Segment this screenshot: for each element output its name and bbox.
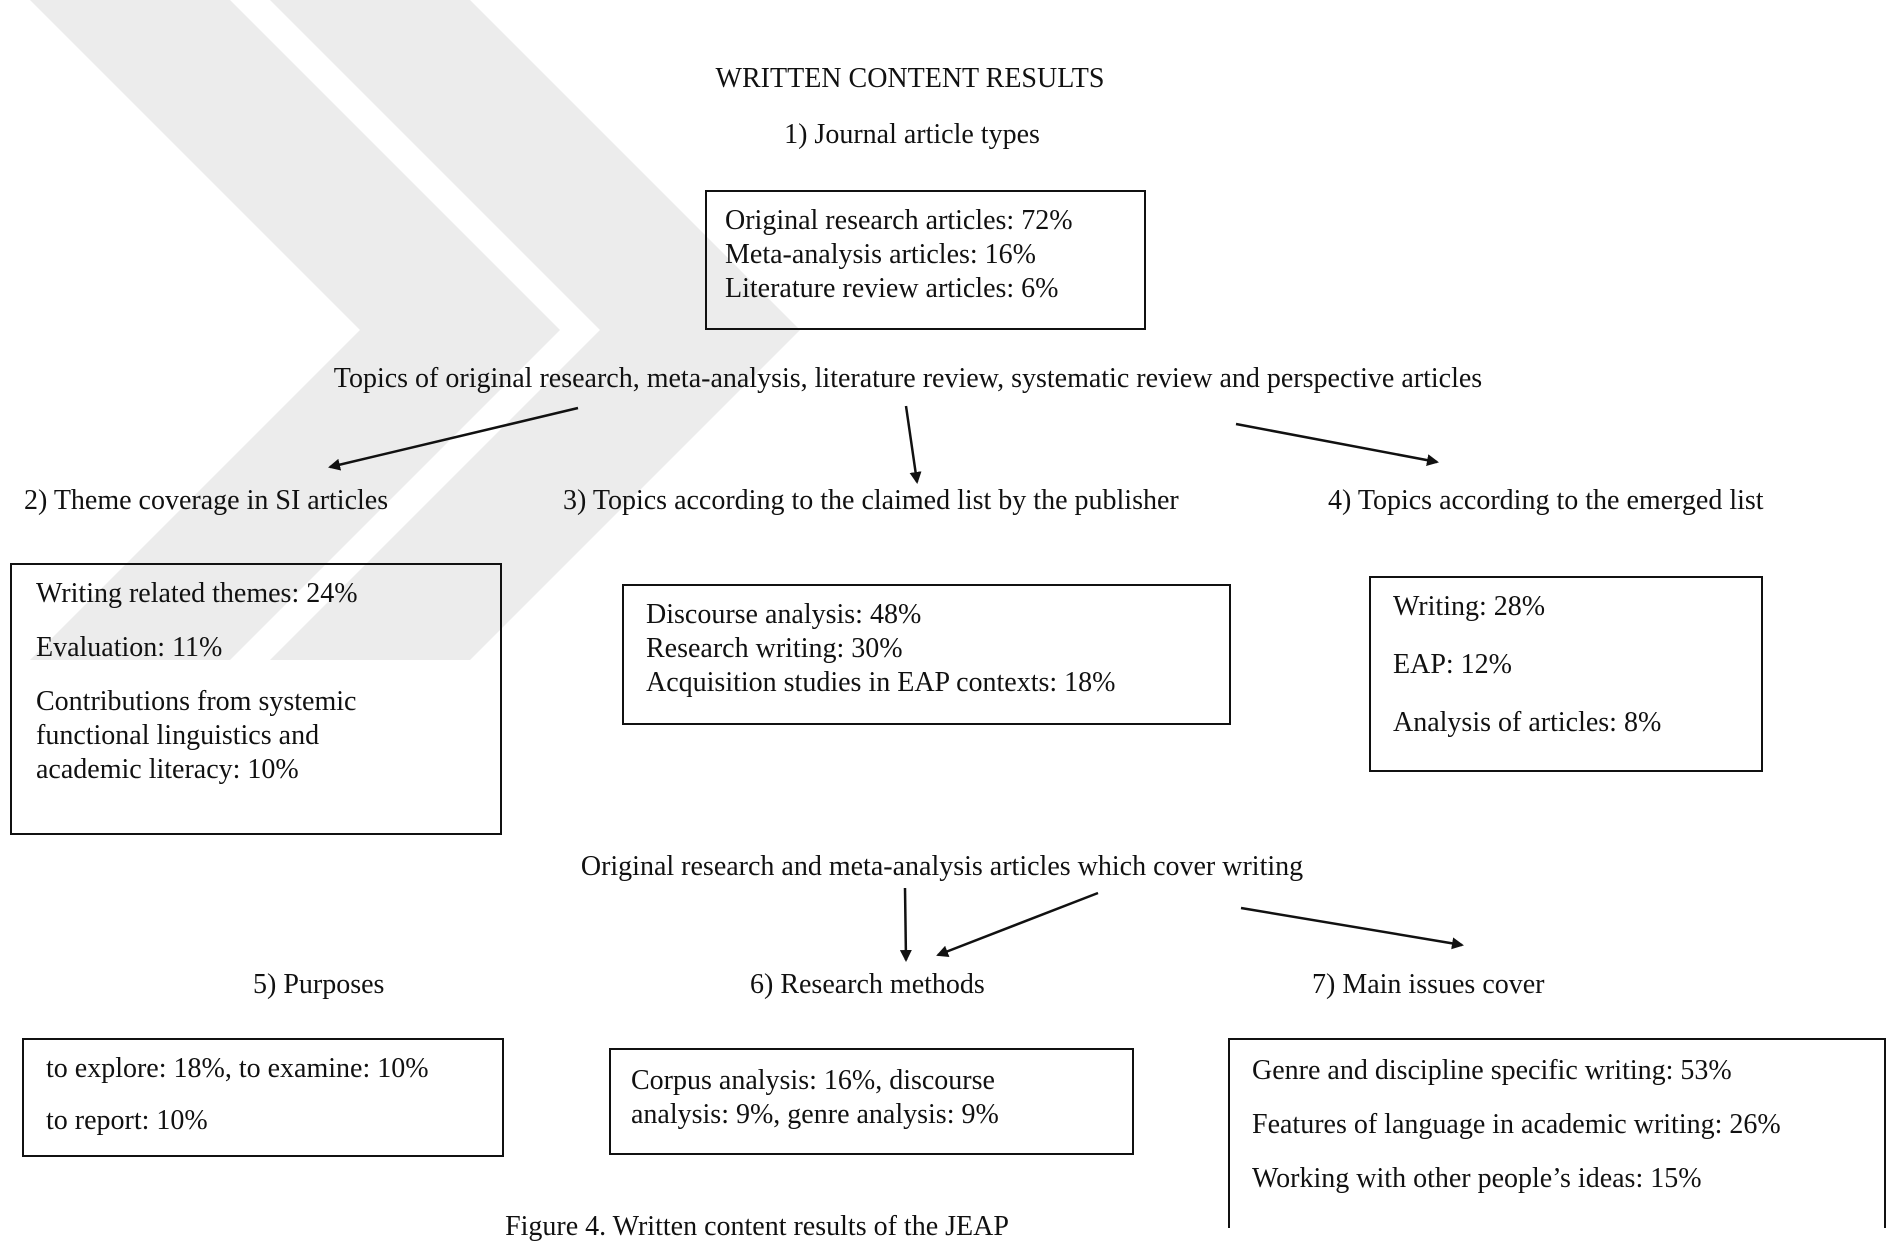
section4-heading: 4) Topics according to the emerged list <box>1328 485 1764 516</box>
claimed-topic-item: Research writing: 30% <box>646 633 903 664</box>
arrow-to-research-methods-2 <box>936 891 1099 957</box>
research-methods-box: Corpus analysis: 16%, discourse analysis… <box>609 1048 1134 1155</box>
claimed-topic-item: Acquisition studies in EAP contexts: 18% <box>646 667 1116 698</box>
arrow-to-main-issues <box>1240 906 1464 950</box>
article-type-item: Original research articles: 72% <box>725 205 1073 236</box>
diagram-title: WRITTEN CONTENT RESULTS <box>715 63 1105 94</box>
theme-item: Writing related themes: 24% <box>36 578 358 609</box>
emerged-topic-item: EAP: 12% <box>1393 649 1512 680</box>
section2-heading: 2) Theme coverage in SI articles <box>24 485 389 516</box>
theme-coverage-box: Writing related themes: 24% Evaluation: … <box>10 563 502 835</box>
issue-item: Working with other people’s ideas: 15% <box>1252 1163 1702 1194</box>
section3-heading: 3) Topics according to the claimed list … <box>563 485 1179 516</box>
article-type-item: Literature review articles: 6% <box>725 273 1059 304</box>
emerged-topic-item: Writing: 28% <box>1393 591 1546 622</box>
claimed-topics-box: Discourse analysis: 48% Research writing… <box>622 584 1231 725</box>
issue-item: Genre and discipline specific writing: 5… <box>1252 1055 1732 1086</box>
section5-heading: 5) Purposes <box>253 969 385 1000</box>
purpose-item: to explore: 18%, to examine: 10% <box>46 1053 429 1084</box>
theme-item: Evaluation: 11% <box>36 632 223 663</box>
method-item: Corpus analysis: 16%, discourse <box>631 1065 995 1096</box>
arrow-to-claimed-topics <box>904 405 922 484</box>
purposes-box: to explore: 18%, to examine: 10% to repo… <box>22 1038 504 1157</box>
theme-item: academic literacy: 10% <box>36 754 299 785</box>
topics-heading: Topics of original research, meta-analys… <box>333 363 1483 394</box>
arrow-to-research-methods-1 <box>899 887 912 962</box>
claimed-topic-item: Discourse analysis: 48% <box>646 599 922 630</box>
section7-heading: 7) Main issues cover <box>1312 969 1545 1000</box>
figure-caption: Figure 4. Written content results of the… <box>505 1211 1009 1242</box>
method-item: analysis: 9%, genre analysis: 9% <box>631 1099 999 1130</box>
purpose-item: to report: 10% <box>46 1105 208 1136</box>
main-issues-box: Genre and discipline specific writing: 5… <box>1228 1038 1886 1228</box>
article-type-item: Meta-analysis articles: 16% <box>725 239 1037 270</box>
arrow-to-emerged-topics <box>1235 422 1439 467</box>
arrow-to-theme-coverage <box>328 406 579 471</box>
article-types-box: Original research articles: 72% Meta-ana… <box>705 190 1146 330</box>
theme-item: Contributions from systemic <box>36 686 357 717</box>
theme-item: functional linguistics and <box>36 720 320 751</box>
writing-heading: Original research and meta-analysis arti… <box>580 851 1304 882</box>
issue-item: Features of language in academic writing… <box>1252 1109 1781 1140</box>
emerged-topics-box: Writing: 28% EAP: 12% Analysis of articl… <box>1369 576 1763 772</box>
section1-heading: 1) Journal article types <box>784 119 1040 150</box>
section6-heading: 6) Research methods <box>750 969 985 1000</box>
emerged-topic-item: Analysis of articles: 8% <box>1393 707 1662 738</box>
